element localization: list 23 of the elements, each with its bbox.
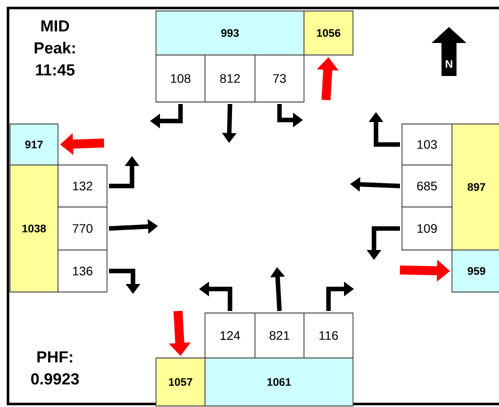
phf-text: PHF: 0.9923: [31, 351, 79, 385]
north-letter: N: [446, 60, 452, 68]
total-box: 917: [10, 124, 58, 166]
total-box: 993: [156, 10, 304, 56]
count-box: 109: [402, 206, 452, 250]
count-box: 103: [402, 124, 452, 166]
count-box: 821: [254, 312, 304, 358]
count-box: 136: [58, 250, 108, 292]
count-box: 124: [204, 312, 256, 358]
total-box: 1061: [204, 358, 354, 406]
count-box: 116: [304, 312, 354, 358]
total-box: 1057: [156, 358, 206, 406]
count-box: 108: [156, 54, 206, 102]
total-box: 897: [452, 124, 499, 250]
count-box: 770: [58, 206, 108, 250]
total-box: 1056: [304, 10, 354, 56]
count-box: 812: [204, 54, 256, 102]
count-box: 132: [58, 164, 108, 208]
title-text: MID Peak: 11:45: [34, 20, 75, 76]
count-box: 685: [402, 164, 452, 208]
total-box: 1038: [10, 164, 58, 292]
total-box: 959: [452, 250, 499, 292]
count-box: 73: [254, 54, 304, 102]
